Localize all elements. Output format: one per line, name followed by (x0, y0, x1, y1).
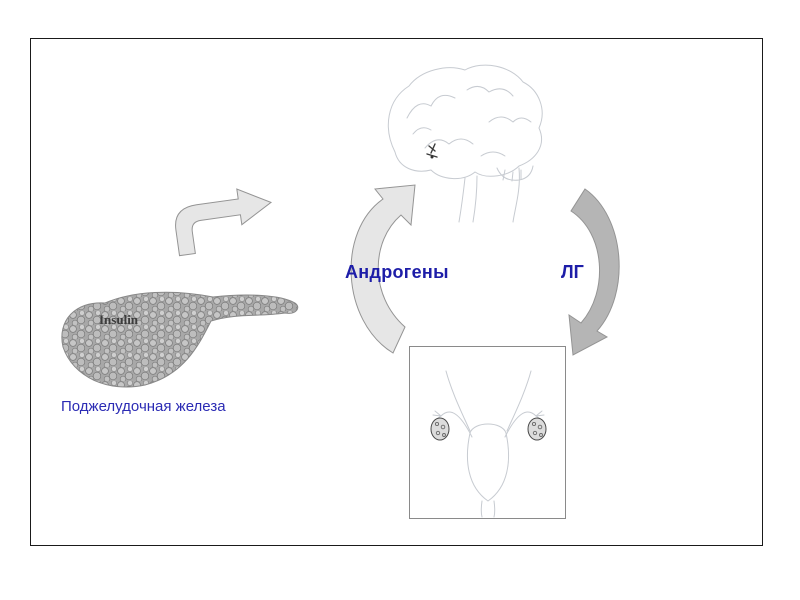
insulin-label: Insulin (99, 312, 139, 327)
pancreas-caption: Поджелудочная железа (61, 398, 226, 415)
lh-label: ЛГ (561, 262, 584, 282)
uterus-ovaries-illustration (430, 370, 547, 518)
ovary-left (430, 417, 450, 441)
androgens-label: Андрогены (345, 262, 449, 282)
ovaries-box (409, 346, 566, 519)
slide-frame: Андрогены ЛГ Insulin Поджелудочная желез… (30, 38, 763, 546)
ovary-right (527, 417, 547, 441)
arrow-brain-to-ovaries (568, 188, 620, 356)
brain-illustration (387, 64, 543, 223)
arrow-ovaries-to-brain (350, 184, 416, 354)
pancreas-illustration (61, 291, 299, 388)
cerebellum-sketch (496, 165, 534, 181)
pituitary-mark (426, 143, 438, 159)
arrow-pancreas-to-pituitary (175, 188, 273, 257)
